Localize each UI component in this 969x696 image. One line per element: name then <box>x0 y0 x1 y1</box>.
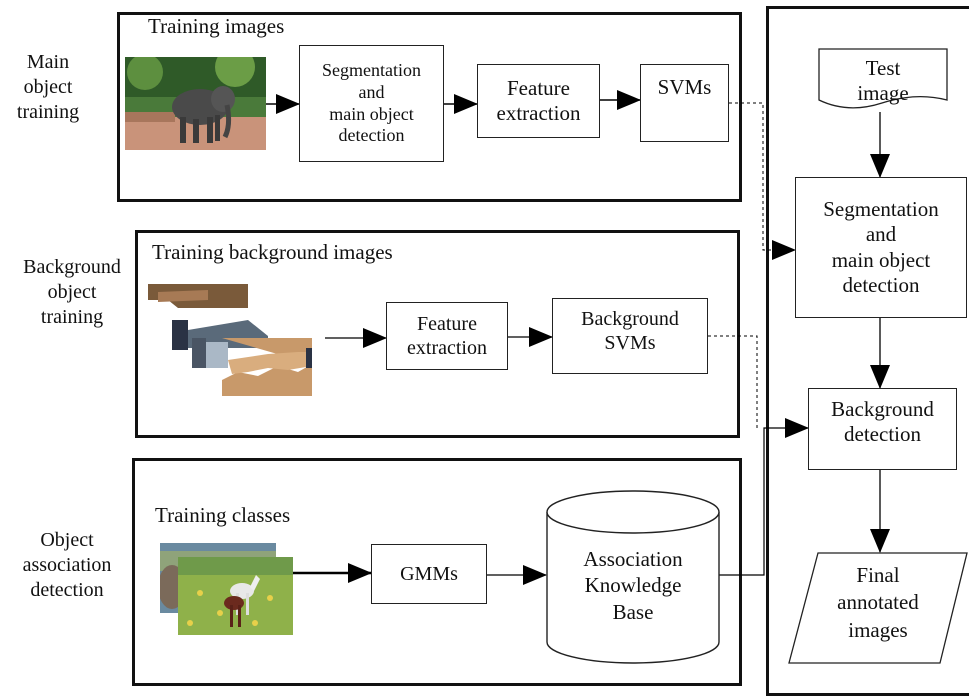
training-classes-title: Training classes <box>155 503 291 527</box>
dashed-svms-to-seg <box>729 102 796 260</box>
background-detection-box: Background detection <box>808 388 957 470</box>
association-knowledge-base-cylinder: Association Knowledge Base <box>546 490 720 665</box>
horses-photo <box>160 543 293 635</box>
background-training-frame <box>135 230 740 438</box>
training-images-title: Training images <box>148 14 285 38</box>
background-patches-photo <box>148 280 318 398</box>
svms-box: SVMs <box>640 64 729 142</box>
final-annotated-images-parallelogram: Final annotated images <box>788 552 968 664</box>
bg-feature-extraction-box: Feature extraction <box>386 302 508 370</box>
dashed-bgsvms-to-bgdet <box>708 335 758 428</box>
row-label-background: Background object training <box>23 256 121 328</box>
elephant-photo <box>125 57 266 150</box>
main-training-frame <box>117 12 742 202</box>
test-image-document: Test image <box>818 48 948 114</box>
main-segmentation-box: Segmentation and main object detection <box>299 45 444 162</box>
training-background-title: Training background images <box>152 240 393 264</box>
row-label-association: Object association detection <box>22 529 112 601</box>
test-segmentation-box: Segmentation and main object detection <box>795 177 967 318</box>
association-frame <box>132 458 742 686</box>
main-feature-extraction-box: Feature extraction <box>477 64 600 138</box>
background-svms-box: Background SVMs <box>552 298 708 374</box>
line-akb-to-bgdet <box>719 418 809 576</box>
row-label-main: Main object training <box>16 51 80 123</box>
gmms-box: GMMs <box>371 544 487 604</box>
